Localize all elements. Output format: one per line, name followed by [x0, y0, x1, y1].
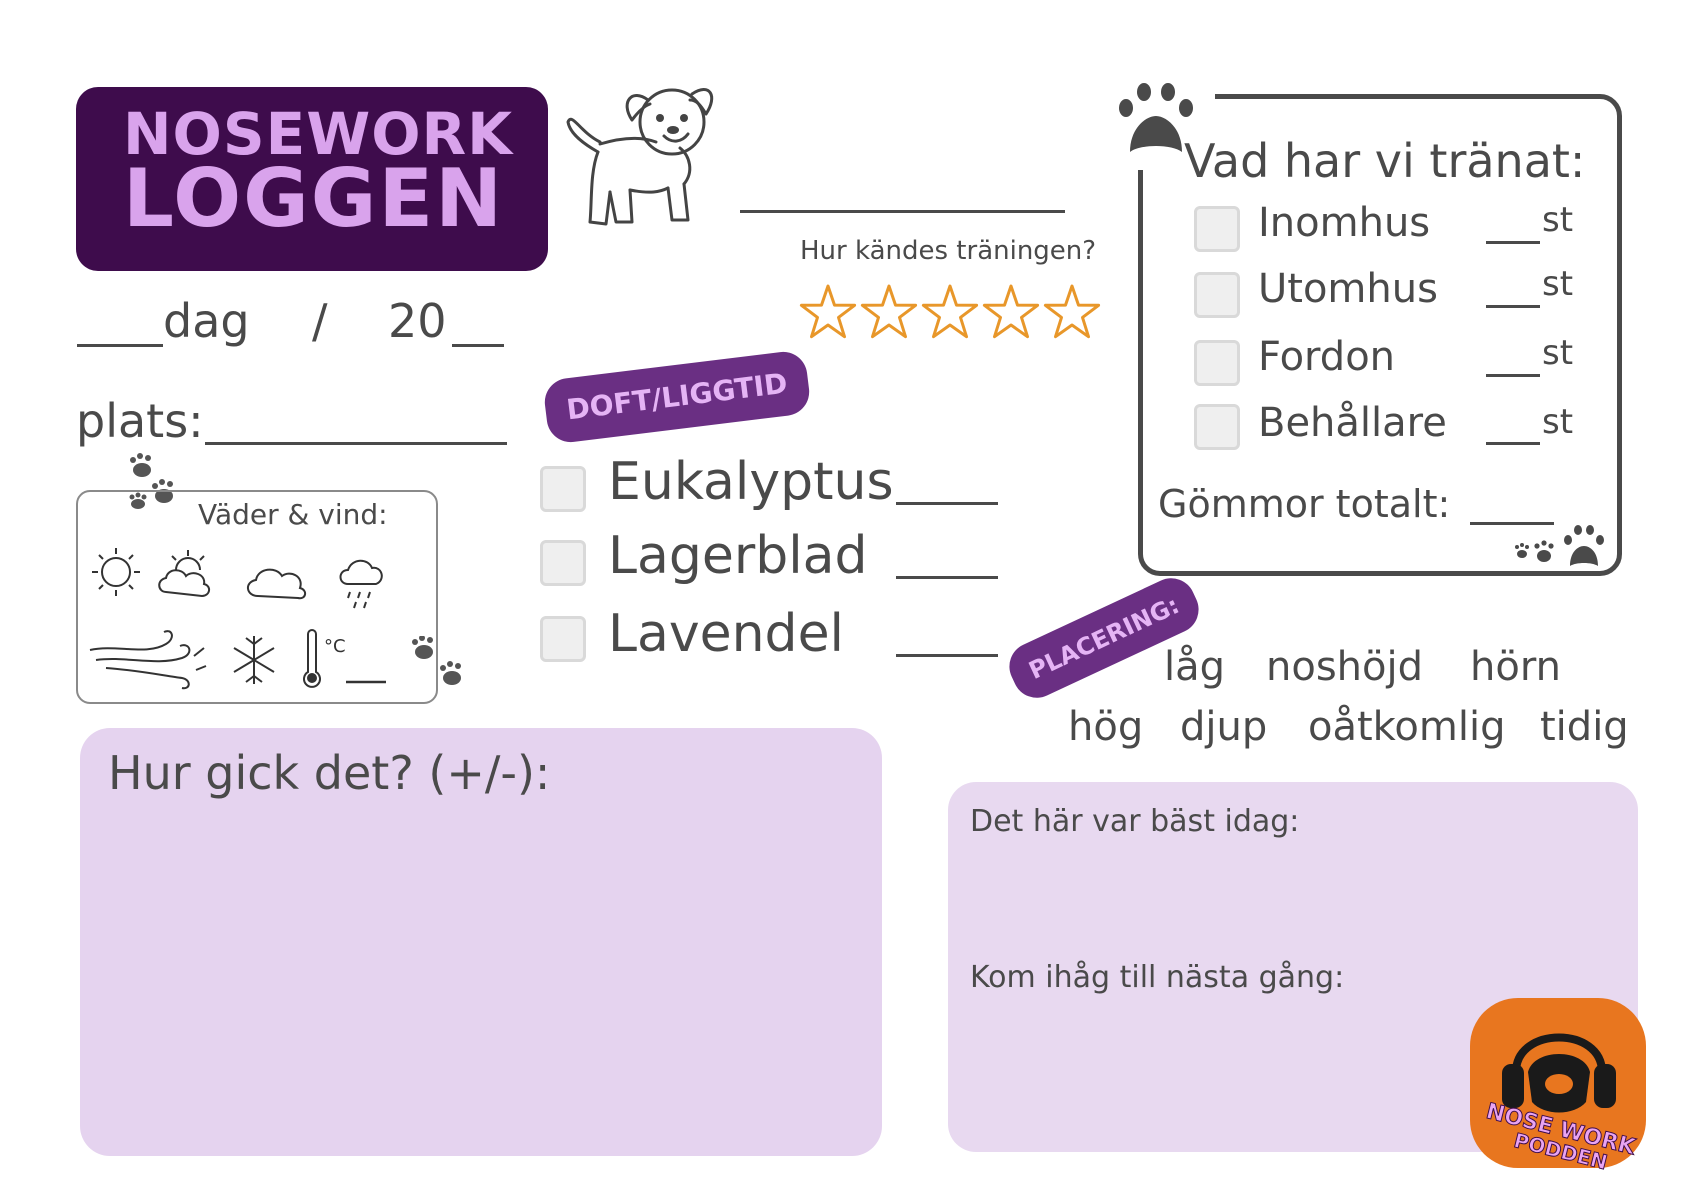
place-label: plats: — [76, 394, 204, 448]
checkbox-fordon[interactable] — [1194, 340, 1240, 386]
sun-icon[interactable] — [92, 548, 140, 596]
scent-label-eukalyptus: Eukalyptus — [608, 452, 894, 512]
placement-high[interactable]: hög — [1068, 704, 1144, 750]
rating-stars[interactable] — [798, 280, 1103, 344]
thermometer-icon[interactable] — [303, 629, 321, 688]
date-slash: / — [312, 294, 328, 348]
partly-cloudy-icon[interactable] — [158, 550, 210, 598]
scent-tag: DOFT/LIGGTID — [542, 349, 812, 445]
star-2[interactable] — [860, 284, 918, 339]
paw-prints-icon — [412, 636, 461, 685]
training-label-inomhus: Inomhus — [1258, 200, 1431, 246]
scent-time-line[interactable] — [896, 502, 998, 505]
total-label: Gömmor totalt: — [1158, 482, 1451, 526]
checkbox-behallare[interactable] — [1194, 404, 1240, 450]
title-top: NOSEWORK — [123, 100, 514, 168]
paw-icon — [1119, 83, 1193, 152]
title-banner — [76, 87, 548, 271]
unit-st: st — [1542, 200, 1574, 240]
podcast-logo: NOSE WORK PODDEN — [1470, 998, 1646, 1175]
year-line[interactable] — [452, 344, 504, 347]
weather-icons: °C — [89, 548, 386, 690]
date-year-prefix: 20 — [388, 294, 447, 348]
total-line[interactable] — [1470, 522, 1554, 525]
how-notes-area[interactable] — [80, 728, 882, 1156]
star-1[interactable] — [799, 284, 857, 339]
checkbox-eukalyptus[interactable] — [540, 466, 586, 512]
headphones-icon — [1502, 1064, 1524, 1108]
training-label-utomhus: Utomhus — [1258, 266, 1438, 312]
placement-corner[interactable]: hörn — [1470, 644, 1561, 690]
unit-st: st — [1542, 402, 1574, 442]
date-day-label: dag — [163, 294, 250, 348]
checkbox-utomhus[interactable] — [1194, 272, 1240, 318]
placement-deep[interactable]: djup — [1180, 704, 1268, 750]
star-3[interactable] — [921, 284, 979, 339]
placement-nose-height[interactable]: noshöjd — [1266, 644, 1423, 690]
training-label-behallare: Behållare — [1258, 400, 1447, 446]
scent-label-lavendel: Lavendel — [608, 604, 845, 664]
checkbox-lavendel[interactable] — [540, 616, 586, 662]
snowflake-icon[interactable] — [233, 636, 275, 684]
weather-box — [76, 490, 438, 704]
training-label-fordon: Fordon — [1258, 334, 1396, 380]
placement-low[interactable]: låg — [1164, 644, 1226, 690]
paw-prints-icon — [1515, 525, 1604, 566]
placement-early[interactable]: tidig — [1540, 704, 1629, 750]
paw-prints-icon — [129, 453, 173, 509]
count-line[interactable] — [1486, 442, 1540, 445]
placement-inaccessible[interactable]: oåtkomlig — [1308, 704, 1506, 750]
cloud-icon[interactable] — [247, 568, 306, 600]
training-box — [1138, 94, 1622, 576]
day-line[interactable] — [77, 344, 163, 347]
scent-time-line[interactable] — [896, 654, 998, 657]
star-5[interactable] — [1043, 284, 1101, 339]
remember-label: Kom ihåg till nästa gång: — [970, 960, 1345, 995]
unit-st: st — [1542, 264, 1574, 304]
feeling-label: Hur kändes träningen? — [800, 236, 1097, 266]
count-line[interactable] — [1486, 241, 1540, 244]
scent-label-lagerblad: Lagerblad — [608, 526, 868, 586]
celsius-label: °C — [324, 636, 346, 657]
checkbox-inomhus[interactable] — [1194, 206, 1240, 252]
rain-icon[interactable] — [339, 559, 383, 609]
how-label: Hur gick det? (+/-): — [108, 746, 551, 800]
count-line[interactable] — [1486, 374, 1540, 377]
scent-time-line[interactable] — [896, 576, 998, 579]
dog-icon — [566, 88, 714, 226]
count-line[interactable] — [1486, 305, 1540, 308]
title-bottom: LOGGEN — [123, 152, 505, 245]
weather-title: Väder & vind: — [198, 498, 388, 531]
checkbox-lagerblad[interactable] — [540, 540, 586, 586]
training-title: Vad har vi tränat: — [1184, 134, 1586, 188]
wind-icon[interactable] — [89, 630, 207, 690]
place-line[interactable] — [205, 442, 507, 445]
star-4[interactable] — [982, 284, 1040, 339]
name-line[interactable] — [740, 210, 1065, 213]
unit-st: st — [1542, 333, 1574, 373]
best-label: Det här var bäst idag: — [970, 804, 1300, 839]
